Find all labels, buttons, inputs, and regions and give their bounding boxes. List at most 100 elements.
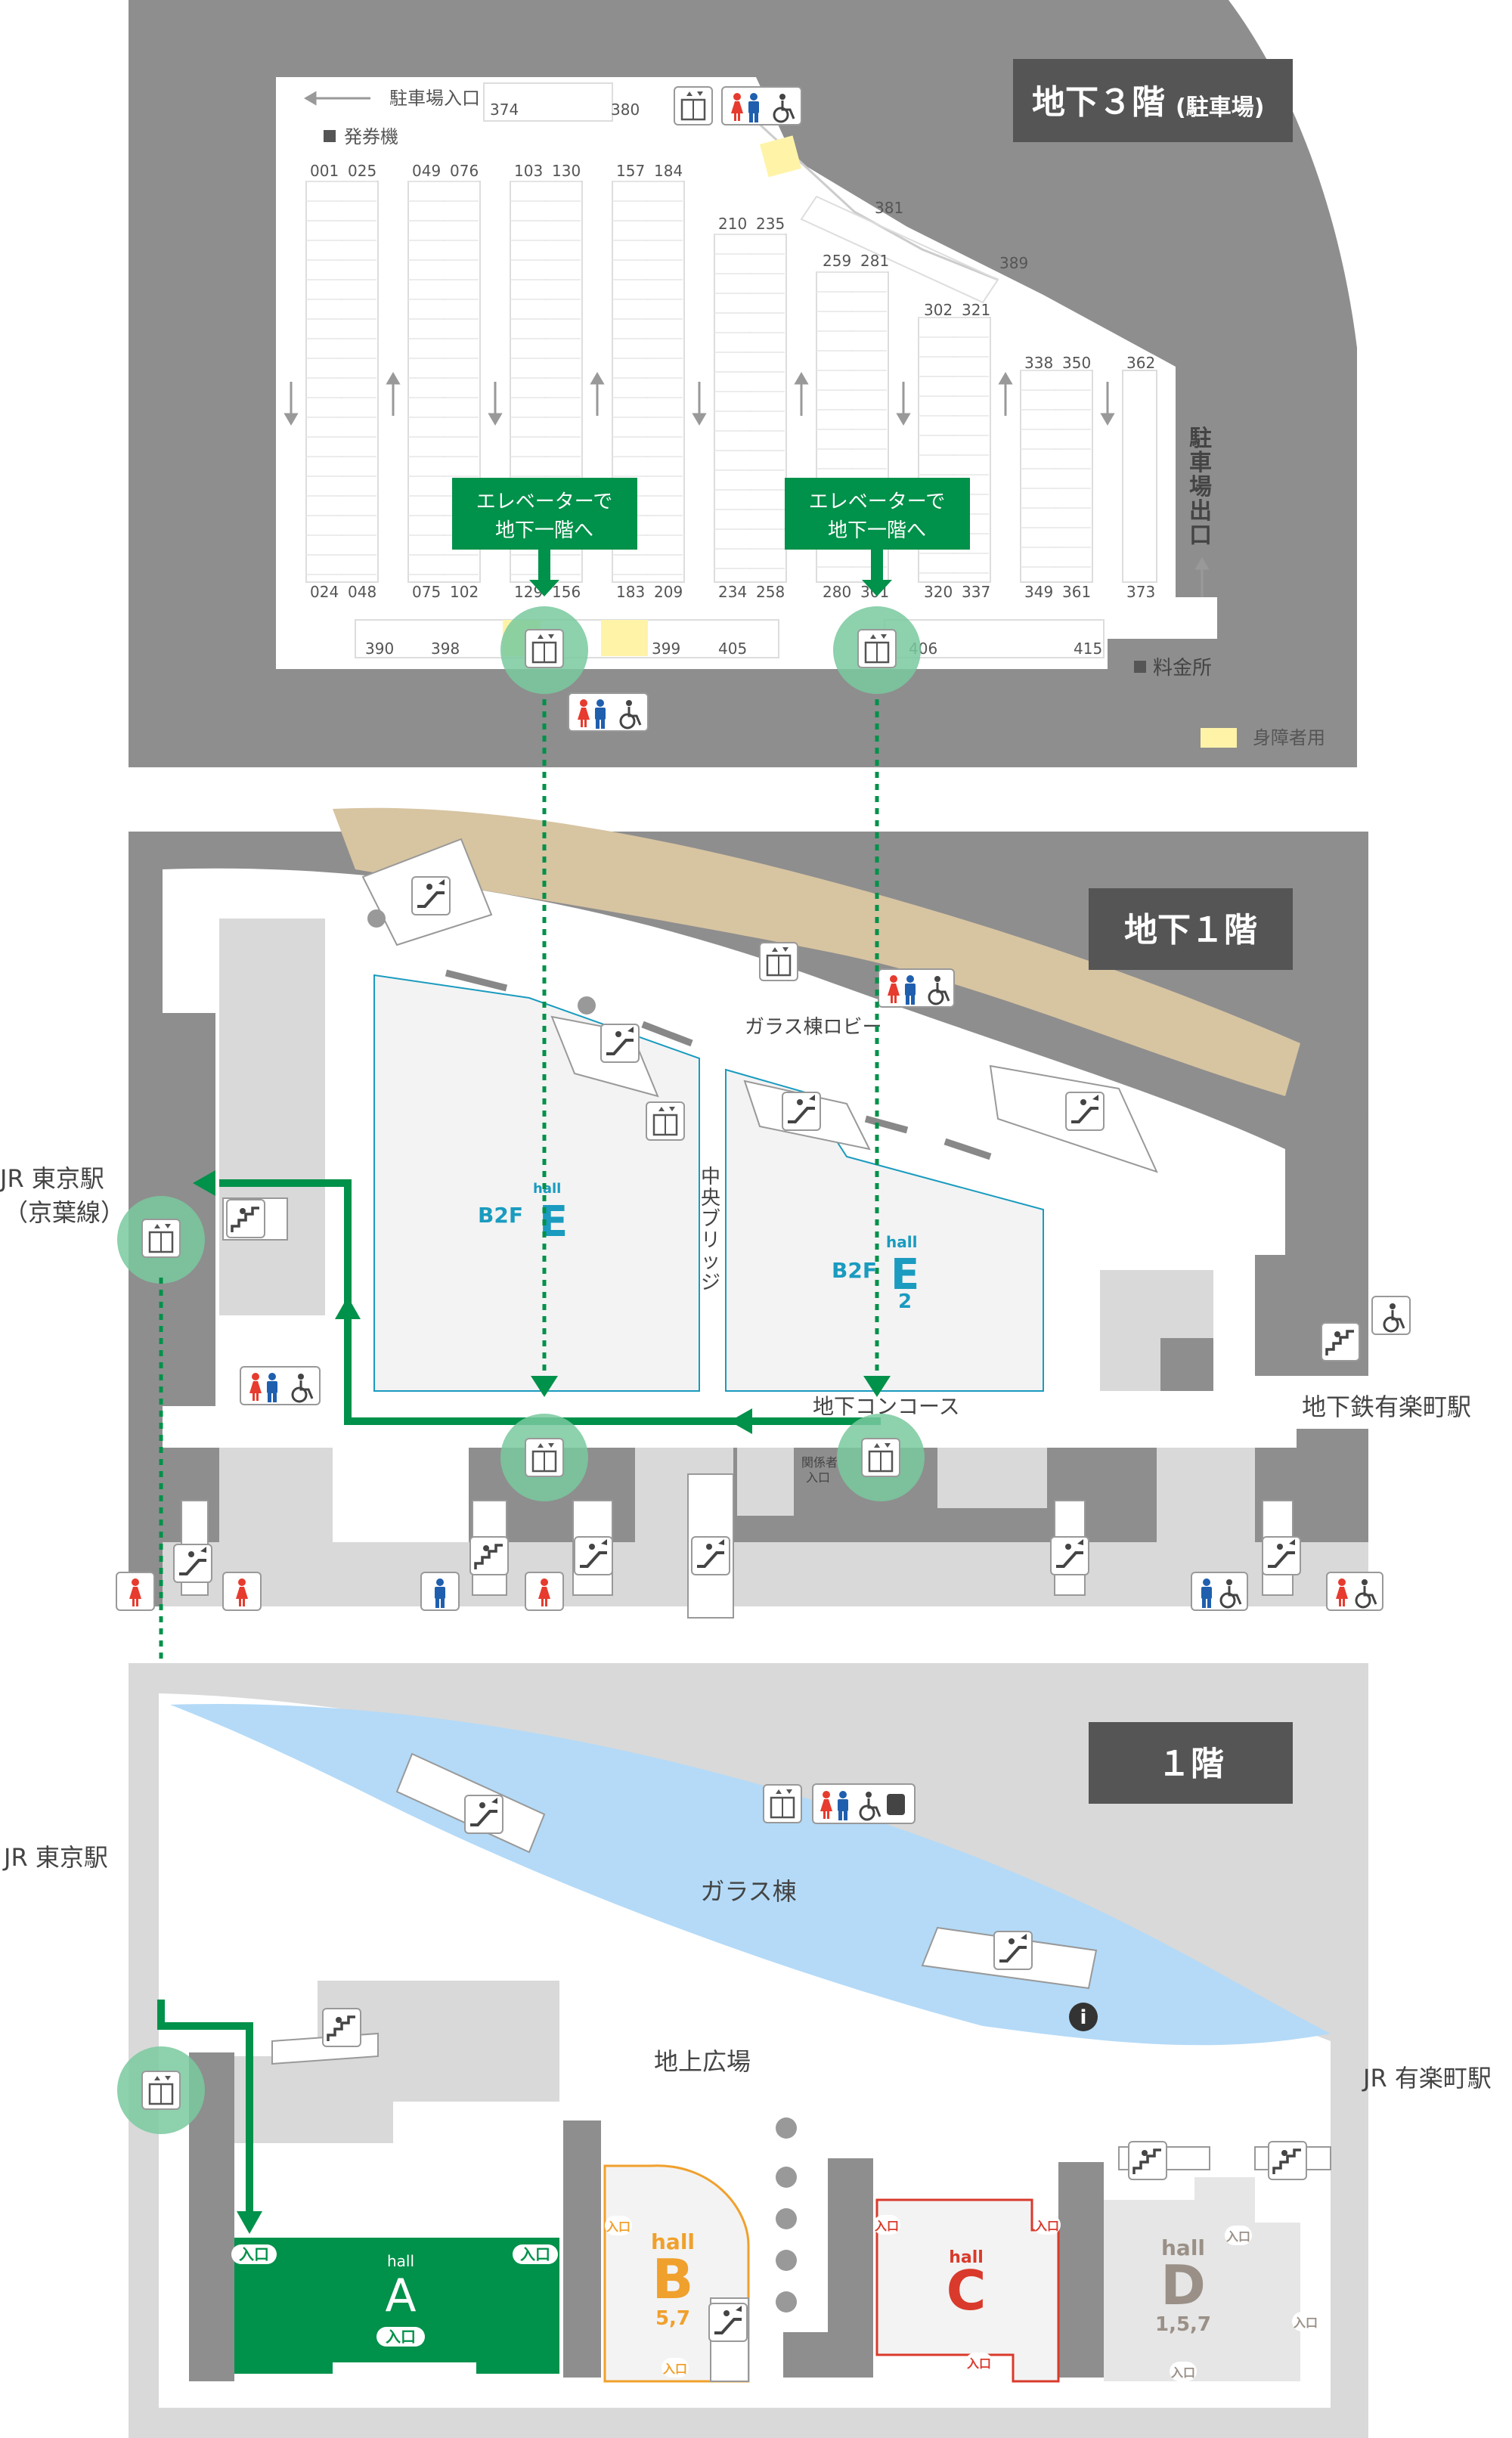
stairs-icon[interactable] <box>469 1535 510 1576</box>
elevator-icon[interactable] <box>860 1437 901 1478</box>
entrance-label: 入口 <box>386 2328 416 2346</box>
bridge-label-char: リ <box>701 1229 720 1252</box>
ticket-machine-marker <box>324 130 336 142</box>
hall-c-area <box>875 2198 1060 2383</box>
hall-c-label[interactable]: hall C <box>947 2248 987 2322</box>
plaza-label: 地上広場 <box>654 2047 751 2076</box>
slot-number: 350 <box>1062 354 1091 372</box>
svg-text:B: B <box>652 2247 694 2311</box>
svg-text:エレベーターで: エレベーターで <box>809 491 945 513</box>
pillar <box>367 909 386 928</box>
info-icon[interactable]: i <box>1069 2003 1098 2031</box>
svg-text:地下一階へ: 地下一階へ <box>828 519 926 542</box>
entrance-label: 入口 <box>1226 2229 1250 2244</box>
hall-e-right-label: hall <box>886 1233 917 1251</box>
entrance-badge[interactable] <box>605 2216 632 2235</box>
slot-number: 389 <box>999 254 1028 272</box>
entrance-badge[interactable] <box>376 2327 425 2347</box>
slot-number: 102 <box>450 583 479 601</box>
slot-number: 361 <box>1062 583 1091 601</box>
slot-number: 349 <box>1024 583 1053 601</box>
elevator-icon[interactable] <box>758 941 799 982</box>
escalator-icon[interactable] <box>708 2302 748 2343</box>
floor-subtitle: (駐車場) <box>1176 94 1264 121</box>
subway-yurakucho-label: 地下鉄有楽町駅 <box>1302 1392 1471 1421</box>
slot-number: 390 <box>365 640 394 658</box>
jr-tokyo-keiyo-label: JR 東京駅 <box>0 1164 104 1193</box>
restroom-sign <box>1191 1572 1248 1611</box>
slot-number: 338 <box>1024 354 1053 372</box>
entrance-badge[interactable] <box>1225 2226 1252 2245</box>
entrance-badge[interactable] <box>1033 2215 1061 2235</box>
elevator-callout-left: エレベーターで 地下一階へ <box>452 478 637 596</box>
entrance-badge[interactable] <box>965 2353 993 2372</box>
pillar <box>776 2117 797 2139</box>
accessible-spot <box>601 620 648 656</box>
escalator-icon[interactable] <box>1049 1535 1090 1576</box>
entrance-badge[interactable] <box>662 2358 689 2378</box>
escalator-icon[interactable] <box>600 1023 640 1064</box>
slot-number: 235 <box>756 215 785 233</box>
parking-entrance-label: 駐車場入口 <box>389 88 480 109</box>
restroom-sign <box>1371 1296 1411 1335</box>
svg-text:D: D <box>1160 2254 1206 2317</box>
slot-number: 156 <box>552 583 581 601</box>
hall-a-label[interactable]: hall A <box>385 2252 416 2322</box>
entrance-badge[interactable] <box>231 2244 277 2264</box>
escalator-icon[interactable] <box>1064 1091 1105 1132</box>
b3-traffic-arrows <box>284 91 1210 597</box>
slot-number: 001 <box>310 162 339 180</box>
entrance-badge[interactable] <box>1292 2312 1319 2331</box>
stairs-icon[interactable] <box>1267 2140 1308 2181</box>
escalator-icon[interactable] <box>690 1535 731 1576</box>
elevator-icon[interactable] <box>645 1101 686 1142</box>
bridge-label-char: 中 <box>701 1166 720 1188</box>
slot-number: 025 <box>348 162 376 180</box>
toll-marker <box>1134 661 1146 673</box>
pillar <box>776 2250 797 2271</box>
entrance-badge[interactable] <box>513 2244 558 2264</box>
hall-b-label[interactable]: hall B 5,7 <box>651 2229 695 2330</box>
slot-number: 259 <box>823 252 851 270</box>
escalator-icon[interactable] <box>573 1535 614 1576</box>
escalator-icon[interactable] <box>781 1091 822 1132</box>
floor-b1: 地下１階 ガラス棟ロビー B2F hall E B2F hall E 2 中央ブ… <box>0 807 1471 1619</box>
escalator-icon[interactable] <box>993 1930 1033 1971</box>
elevator-icon[interactable] <box>857 628 897 669</box>
route-path <box>157 2000 253 2219</box>
slot-number: 209 <box>654 583 683 601</box>
slot-number: 103 <box>514 162 543 180</box>
elevator-icon[interactable] <box>141 2070 181 2111</box>
slot-number: 130 <box>552 162 581 180</box>
elevator-icon[interactable] <box>762 1783 803 1824</box>
elevator-callout-right: エレベーターで 地下一階へ <box>785 478 970 596</box>
accessible-spot <box>759 135 802 178</box>
escalator-icon[interactable] <box>411 875 451 916</box>
glass-building-label: ガラス棟 <box>700 1877 796 1906</box>
hall-d-label[interactable]: hall D 1,5,7 <box>1155 2235 1211 2336</box>
hall-a-area <box>234 2238 559 2374</box>
stairs-icon[interactable] <box>1320 1321 1361 1362</box>
slot-number: 321 <box>962 301 990 319</box>
slot-number: 157 <box>616 162 645 180</box>
pillar <box>776 2208 797 2229</box>
hall-e-right-letter: E <box>891 1250 919 1300</box>
stairs-icon[interactable] <box>1127 2140 1168 2181</box>
restroom-sign <box>222 1572 262 1611</box>
jr-keiyo-line-label: （京葉線） <box>4 1198 125 1227</box>
bridge-label-char: ブ <box>701 1208 720 1231</box>
svg-text:A: A <box>385 2269 416 2322</box>
elevator-icon[interactable] <box>524 628 565 669</box>
elevator-icon[interactable] <box>673 85 714 126</box>
stairs-icon[interactable] <box>225 1198 266 1239</box>
escalator-icon[interactable] <box>172 1543 213 1584</box>
entrance-badge[interactable] <box>873 2215 900 2235</box>
elevator-icon[interactable] <box>141 1218 181 1259</box>
elevator-icon[interactable] <box>524 1437 565 1478</box>
escalator-icon[interactable] <box>463 1794 504 1835</box>
stairs-icon[interactable] <box>321 2007 362 2048</box>
escalator-icon[interactable] <box>1261 1535 1302 1576</box>
floor-title: １階 <box>1157 1745 1224 1783</box>
entrance-badge[interactable] <box>1170 2362 1197 2381</box>
